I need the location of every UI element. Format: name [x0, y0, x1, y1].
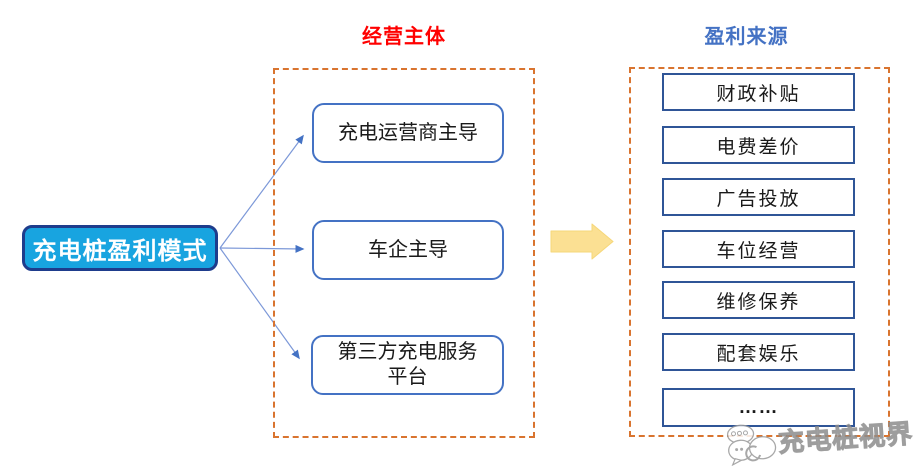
watermark-text: 充电桩视界 — [777, 417, 913, 458]
group-title-operators: 经营主体 — [362, 26, 446, 48]
profit-box-advertising: 广告投放 — [662, 178, 855, 216]
profit-box-electricity-margin: 电费差价 — [662, 126, 855, 164]
profit-box-entertainment: 配套娱乐 — [662, 333, 855, 371]
speech-bubbles-icon — [726, 424, 777, 467]
operator-box-charging-operator: 充电运营商主导 — [312, 103, 504, 163]
root-node-charging-pile-profit-model: 充电桩盈利模式 — [22, 225, 218, 271]
profit-sources-group-frame — [629, 67, 890, 437]
profit-box-maintenance: 维修保养 — [662, 281, 855, 319]
watermark: 充电桩视界 — [724, 406, 913, 470]
profit-box-ellipsis: …… — [662, 388, 855, 427]
flow-arrow-icon — [550, 223, 614, 260]
profit-box-parking-operation: 车位经营 — [662, 230, 855, 268]
profit-box-fiscal-subsidy: 财政补贴 — [662, 73, 855, 111]
operators-group-frame — [273, 68, 535, 438]
operator-box-thirdparty-platform: 第三方充电服务平台 — [311, 335, 504, 395]
operator-box-carmaker: 车企主导 — [312, 220, 504, 280]
group-title-profit-sources: 盈利来源 — [704, 26, 789, 48]
